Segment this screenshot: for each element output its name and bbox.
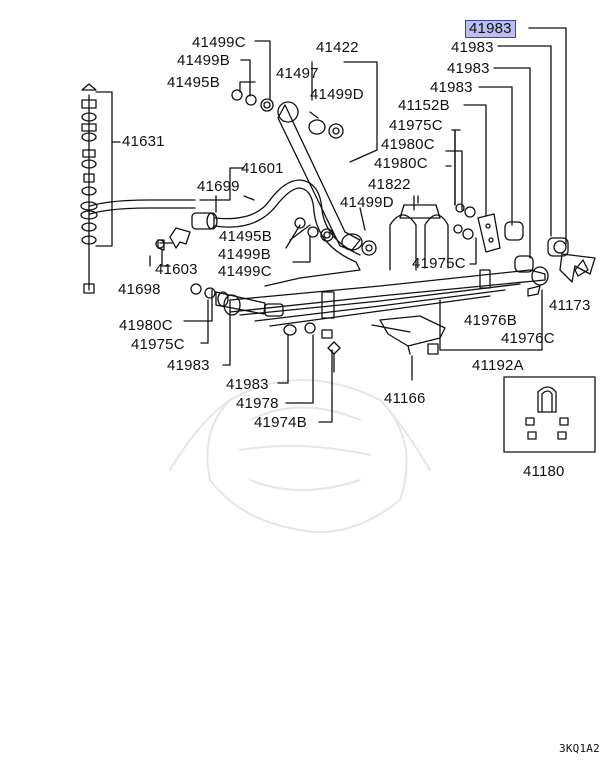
part-label-41980C[interactable]: 41980C xyxy=(374,155,428,172)
part-label-41495B[interactable]: 41495B xyxy=(219,228,272,245)
part-label-41822[interactable]: 41822 xyxy=(368,176,411,193)
bolt-stack-41631 xyxy=(80,83,121,294)
part-label-41499D[interactable]: 41499D xyxy=(310,86,364,103)
part-label-41980C[interactable]: 41980C xyxy=(119,317,173,334)
part-label-41983[interactable]: 41983 xyxy=(447,60,490,77)
part-label-41983-highlighted[interactable]: 41983 xyxy=(465,20,516,38)
bushing-41699 xyxy=(191,212,218,230)
part-label-41974B[interactable]: 41974B xyxy=(254,414,307,431)
part-label-41631[interactable]: 41631 xyxy=(122,133,165,150)
shackle-link-41422 xyxy=(231,89,377,256)
part-label-41983[interactable]: 41983 xyxy=(430,79,473,96)
watermark-emblem xyxy=(169,379,431,533)
shackle-hardware-left xyxy=(155,239,341,373)
kit-box-41180 xyxy=(503,376,596,453)
part-label-41603[interactable]: 41603 xyxy=(155,261,198,278)
bracket-41152B xyxy=(453,203,596,283)
part-label-41497[interactable]: 41497 xyxy=(276,65,319,82)
part-label-41975C[interactable]: 41975C xyxy=(131,336,185,353)
part-label-41495B[interactable]: 41495B xyxy=(167,74,220,91)
part-label-41698[interactable]: 41698 xyxy=(118,281,161,298)
part-label-41166[interactable]: 41166 xyxy=(384,390,426,407)
part-label-41192A[interactable]: 41192A xyxy=(472,357,524,374)
part-label-41180[interactable]: 41180 xyxy=(523,463,565,480)
part-label-41978[interactable]: 41978 xyxy=(236,395,279,412)
u-bolt-kit-41180 xyxy=(525,386,569,440)
part-label-41983[interactable]: 41983 xyxy=(451,39,494,56)
part-label-41983[interactable]: 41983 xyxy=(167,357,210,374)
part-label-41975C[interactable]: 41975C xyxy=(389,117,443,134)
part-label-41975C[interactable]: 41975C xyxy=(412,255,466,272)
part-label-41976C[interactable]: 41976C xyxy=(501,330,555,347)
part-label-41601[interactable]: 41601 xyxy=(241,160,284,177)
clip-41976B xyxy=(527,259,589,297)
part-label-41499C[interactable]: 41499C xyxy=(192,34,246,51)
bracket-41166 xyxy=(371,315,446,381)
callout-41422 xyxy=(343,61,378,163)
part-label-41152B[interactable]: 41152B xyxy=(398,97,450,114)
u-bolt-41822 xyxy=(389,195,449,271)
part-label-41699[interactable]: 41699 xyxy=(197,178,240,195)
part-label-41499B[interactable]: 41499B xyxy=(218,246,271,263)
part-label-41499C[interactable]: 41499C xyxy=(218,263,272,280)
diagram-code: 3KQ1A2 xyxy=(559,742,600,755)
part-label-41983[interactable]: 41983 xyxy=(226,376,269,393)
part-label-41499D[interactable]: 41499D xyxy=(340,194,394,211)
part-label-41173[interactable]: 41173 xyxy=(549,297,591,314)
part-label-41422[interactable]: 41422 xyxy=(316,39,359,56)
part-label-41980C[interactable]: 41980C xyxy=(381,136,435,153)
leaf-spring-41192A xyxy=(223,266,549,351)
part-label-41976B[interactable]: 41976B xyxy=(464,312,517,329)
part-label-41499B[interactable]: 41499B xyxy=(177,52,230,69)
